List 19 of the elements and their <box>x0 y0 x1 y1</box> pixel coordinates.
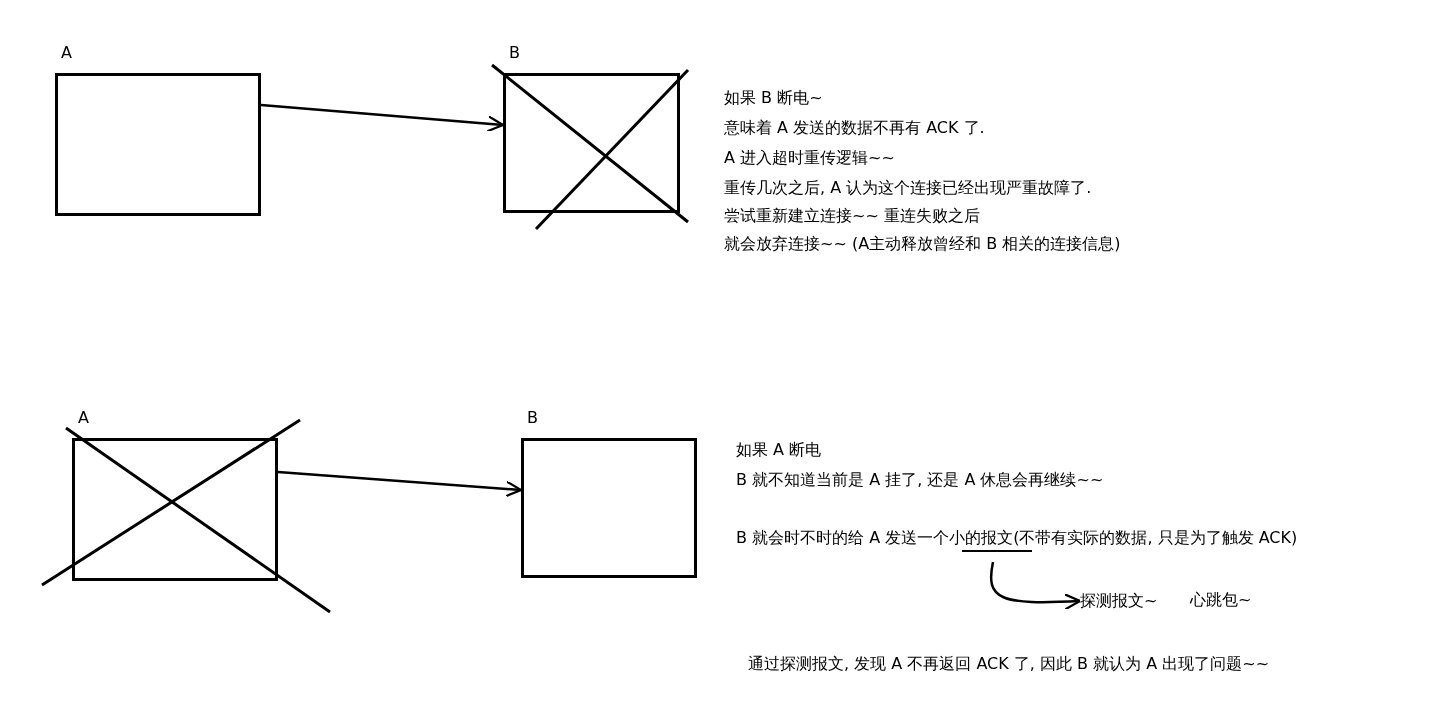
note-text: 如果 A 断电 <box>736 440 822 460</box>
box-heading: A <box>78 408 89 428</box>
box-heading: A <box>61 43 72 63</box>
note-text: 心跳包~ <box>1190 590 1252 610</box>
note-text: A 进入超时重传逻辑~~ <box>724 148 895 168</box>
note-text: 重传几次之后, A 认为这个连接已经出现严重故障了. <box>724 178 1092 198</box>
note-text: B 就不知道当前是 A 挂了, 还是 A 休息会再继续~~ <box>736 470 1104 490</box>
note-text: B 就会时不时的给 A 发送一个小的报文(不带有实际的数据, 只是为了触发 ACK) <box>736 528 1298 548</box>
arrow <box>989 561 1082 611</box>
note-text: 如果 B 断电~ <box>724 88 823 108</box>
note-text: 尝试重新建立连接~~ 重连失败之后 <box>724 206 980 226</box>
note-text: 意味着 A 发送的数据不再有 ACK 了. <box>724 118 985 138</box>
box-heading: B <box>527 408 538 428</box>
note-text: 就会放弃连接~~ (A主动释放曾经和 B 相关的连接信息) <box>724 234 1121 254</box>
arrow <box>277 470 523 498</box>
box-heading: B <box>509 43 520 63</box>
note-text: 通过探测报文, 发现 A 不再返回 ACK 了, 因此 B 就认为 A 出现了问题~~ <box>748 654 1270 674</box>
arrow <box>260 103 505 133</box>
note-text: 探测报文~ <box>1080 590 1158 612</box>
